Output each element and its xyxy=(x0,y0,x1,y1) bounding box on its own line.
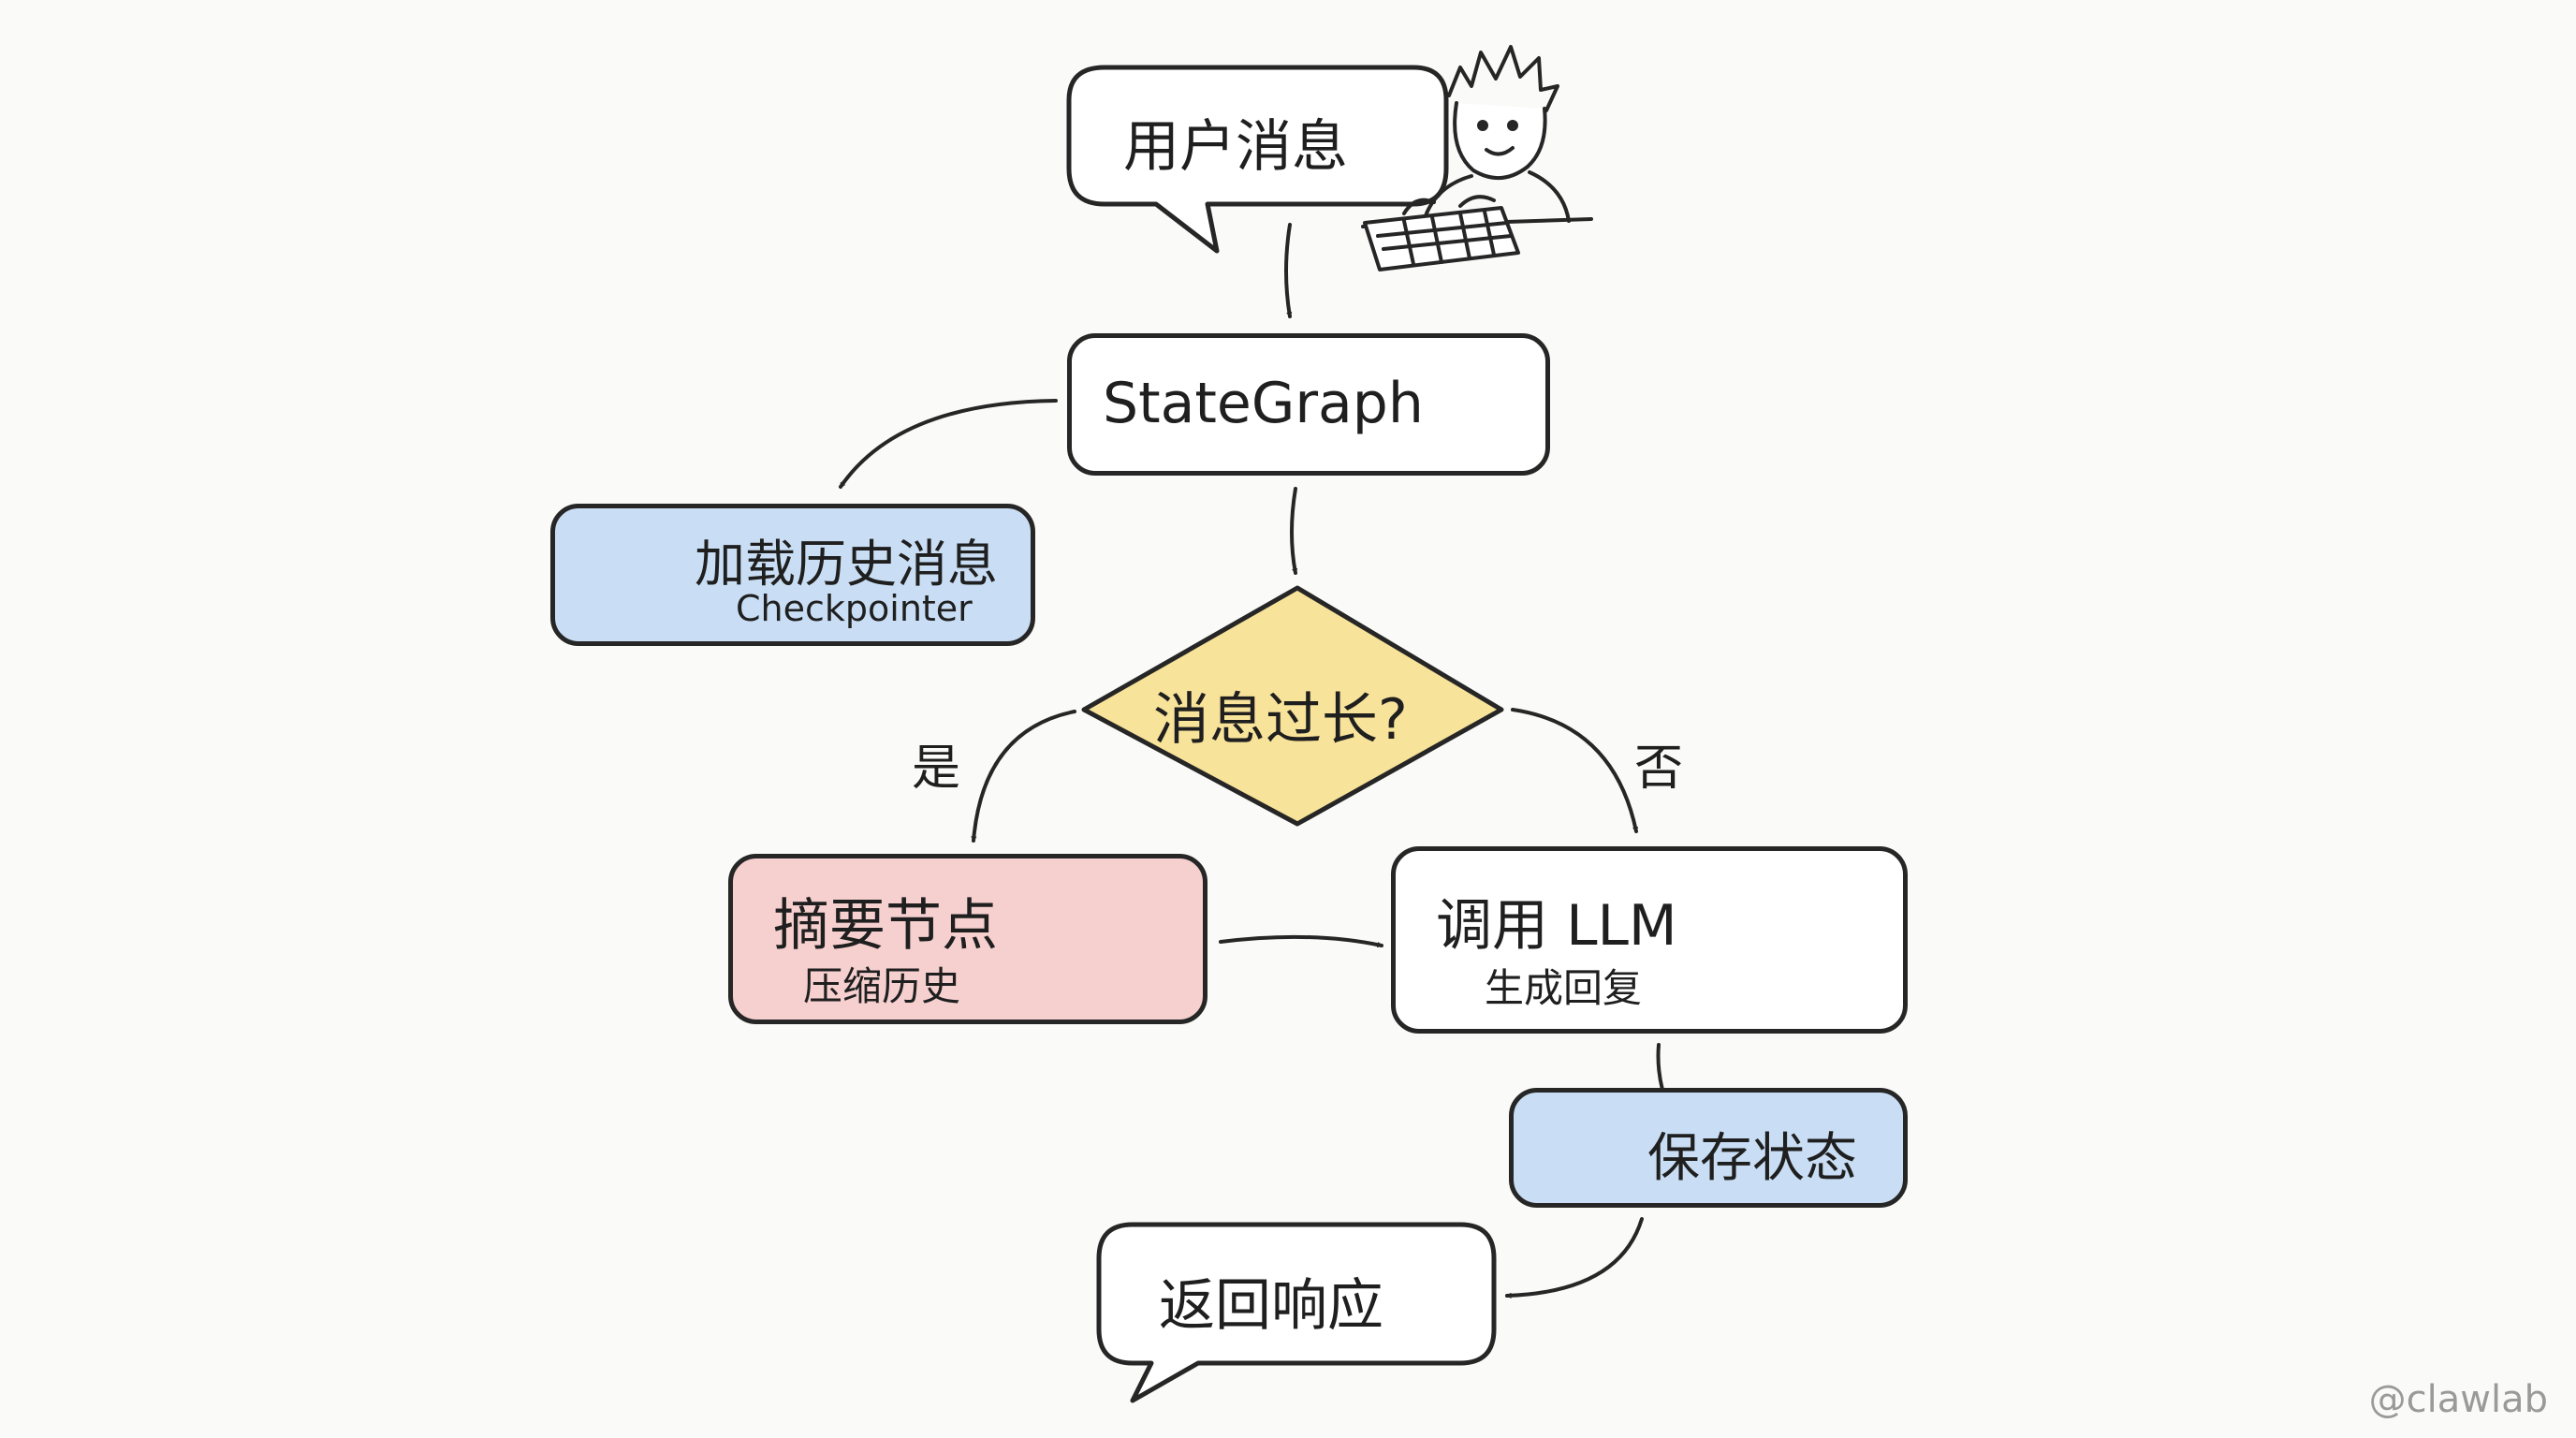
watermark: @clawlab xyxy=(2368,1378,2548,1421)
summary-label: 摘要节点 xyxy=(773,893,998,959)
load-history-sublabel: Checkpointer xyxy=(736,588,973,629)
user-message-bubble xyxy=(1066,65,1449,254)
save-state-label: 保存状态 xyxy=(1647,1128,1857,1189)
stategraph-node xyxy=(1067,333,1550,476)
load-history-node xyxy=(550,504,1035,646)
person-typing-icon xyxy=(1361,45,1593,271)
decision-diamond xyxy=(1081,585,1504,827)
call-llm-label: 调用 LLM xyxy=(1436,893,1677,959)
call-llm-node xyxy=(1391,846,1908,1034)
return-response-label: 返回响应 xyxy=(1159,1273,1383,1339)
arrow-summary-to-llm xyxy=(1219,934,1383,947)
user-message-label: 用户消息 xyxy=(1123,114,1348,180)
arrow-stategraph-to-history xyxy=(839,399,1058,489)
arrow-user-to-stategraph xyxy=(1284,223,1293,318)
load-history-label: 加载历史消息 xyxy=(695,535,998,594)
arrow-decision-yes xyxy=(971,710,1076,843)
arrow-decision-no xyxy=(1511,708,1638,833)
summary-node xyxy=(728,854,1208,1024)
stategraph-label: StateGraph xyxy=(1103,371,1424,436)
return-response-bubble xyxy=(1096,1222,1497,1403)
call-llm-sublabel: 生成回复 xyxy=(1485,965,1643,1011)
save-state-node xyxy=(1509,1088,1908,1208)
decision-label: 消息过长? xyxy=(1153,687,1408,753)
arrow-stategraph-to-decision xyxy=(1290,487,1298,575)
line-llm-to-save xyxy=(1656,1043,1664,1092)
summary-sublabel: 压缩历史 xyxy=(803,963,961,1009)
edge-label-yes: 是 xyxy=(912,741,961,797)
edge-label-no: 否 xyxy=(1634,741,1684,797)
arrow-save-to-return xyxy=(1505,1217,1644,1299)
